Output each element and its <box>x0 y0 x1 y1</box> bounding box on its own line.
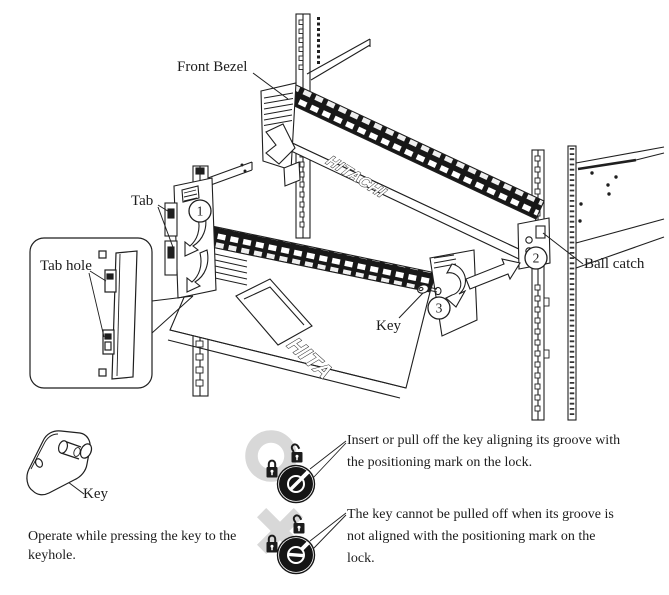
rack-right <box>531 145 665 421</box>
key-lock-label: Key <box>376 318 401 334</box>
key-shaft <box>57 440 93 460</box>
key-hole <box>34 458 44 468</box>
aligned-leads <box>309 440 347 479</box>
rotate-arrow <box>445 263 467 308</box>
tab-leader-1 <box>157 204 172 214</box>
padlock-open-icon <box>292 514 305 534</box>
front-bezel-leader <box>252 72 289 100</box>
note-aligned: Insert or pull off the key aligning its … <box>347 433 621 470</box>
step-3-badge: 3 <box>427 296 451 320</box>
bezel-face <box>272 101 537 252</box>
bezel-left-endcap <box>260 82 301 187</box>
key-groove <box>287 552 305 558</box>
key-groove <box>288 476 304 492</box>
mounted-left-endcap <box>164 177 217 299</box>
tab-leader-2 <box>157 206 175 251</box>
hole-dots-column <box>317 17 320 64</box>
svg-text:3: 3 <box>436 301 443 316</box>
padlock-closed-icon <box>266 459 278 478</box>
lock-face-misaligned <box>276 535 316 575</box>
aligned-figure <box>245 430 347 504</box>
step-badges: 1 2 3 <box>188 199 548 320</box>
step-1-badge: 1 <box>188 199 212 223</box>
misaligned-leads <box>309 512 347 550</box>
tab-hole-upper <box>104 269 117 293</box>
tab-hole-label: Tab hole <box>40 258 92 274</box>
note-misaligned: The key cannot be pulled off when its gr… <box>347 507 614 566</box>
mounted-chevron <box>235 278 313 346</box>
ball-catch-leader <box>542 232 584 265</box>
panel-rivets <box>578 171 618 223</box>
misaligned-figure <box>257 508 347 575</box>
padlock-closed-icon <box>266 534 278 553</box>
note-operate: Operate while pressing the key to the ke… <box>28 529 237 563</box>
svg-text:2: 2 <box>533 251 540 266</box>
key-in-lock <box>417 284 442 296</box>
key-item-label: Key <box>83 486 108 502</box>
lock-face-aligned <box>276 464 316 504</box>
padlock-open-icon <box>290 443 303 463</box>
tab-label: Tab <box>131 193 154 209</box>
bezel-chevron <box>265 123 296 165</box>
step-2-badge: 2 <box>524 246 548 270</box>
insert-arrow <box>465 258 521 290</box>
pivot-arrow-1 <box>184 214 207 257</box>
key-lock-leader <box>398 292 424 319</box>
front-bezel-label: Front Bezel <box>177 59 248 75</box>
tab-hole-lower <box>102 329 115 355</box>
tab-hole-callout <box>29 237 194 389</box>
pivot-arrow-2 <box>186 249 209 293</box>
ball-catch-label: Ball catch <box>584 256 645 272</box>
key-illustration <box>26 430 93 496</box>
svg-text:1: 1 <box>197 204 204 219</box>
